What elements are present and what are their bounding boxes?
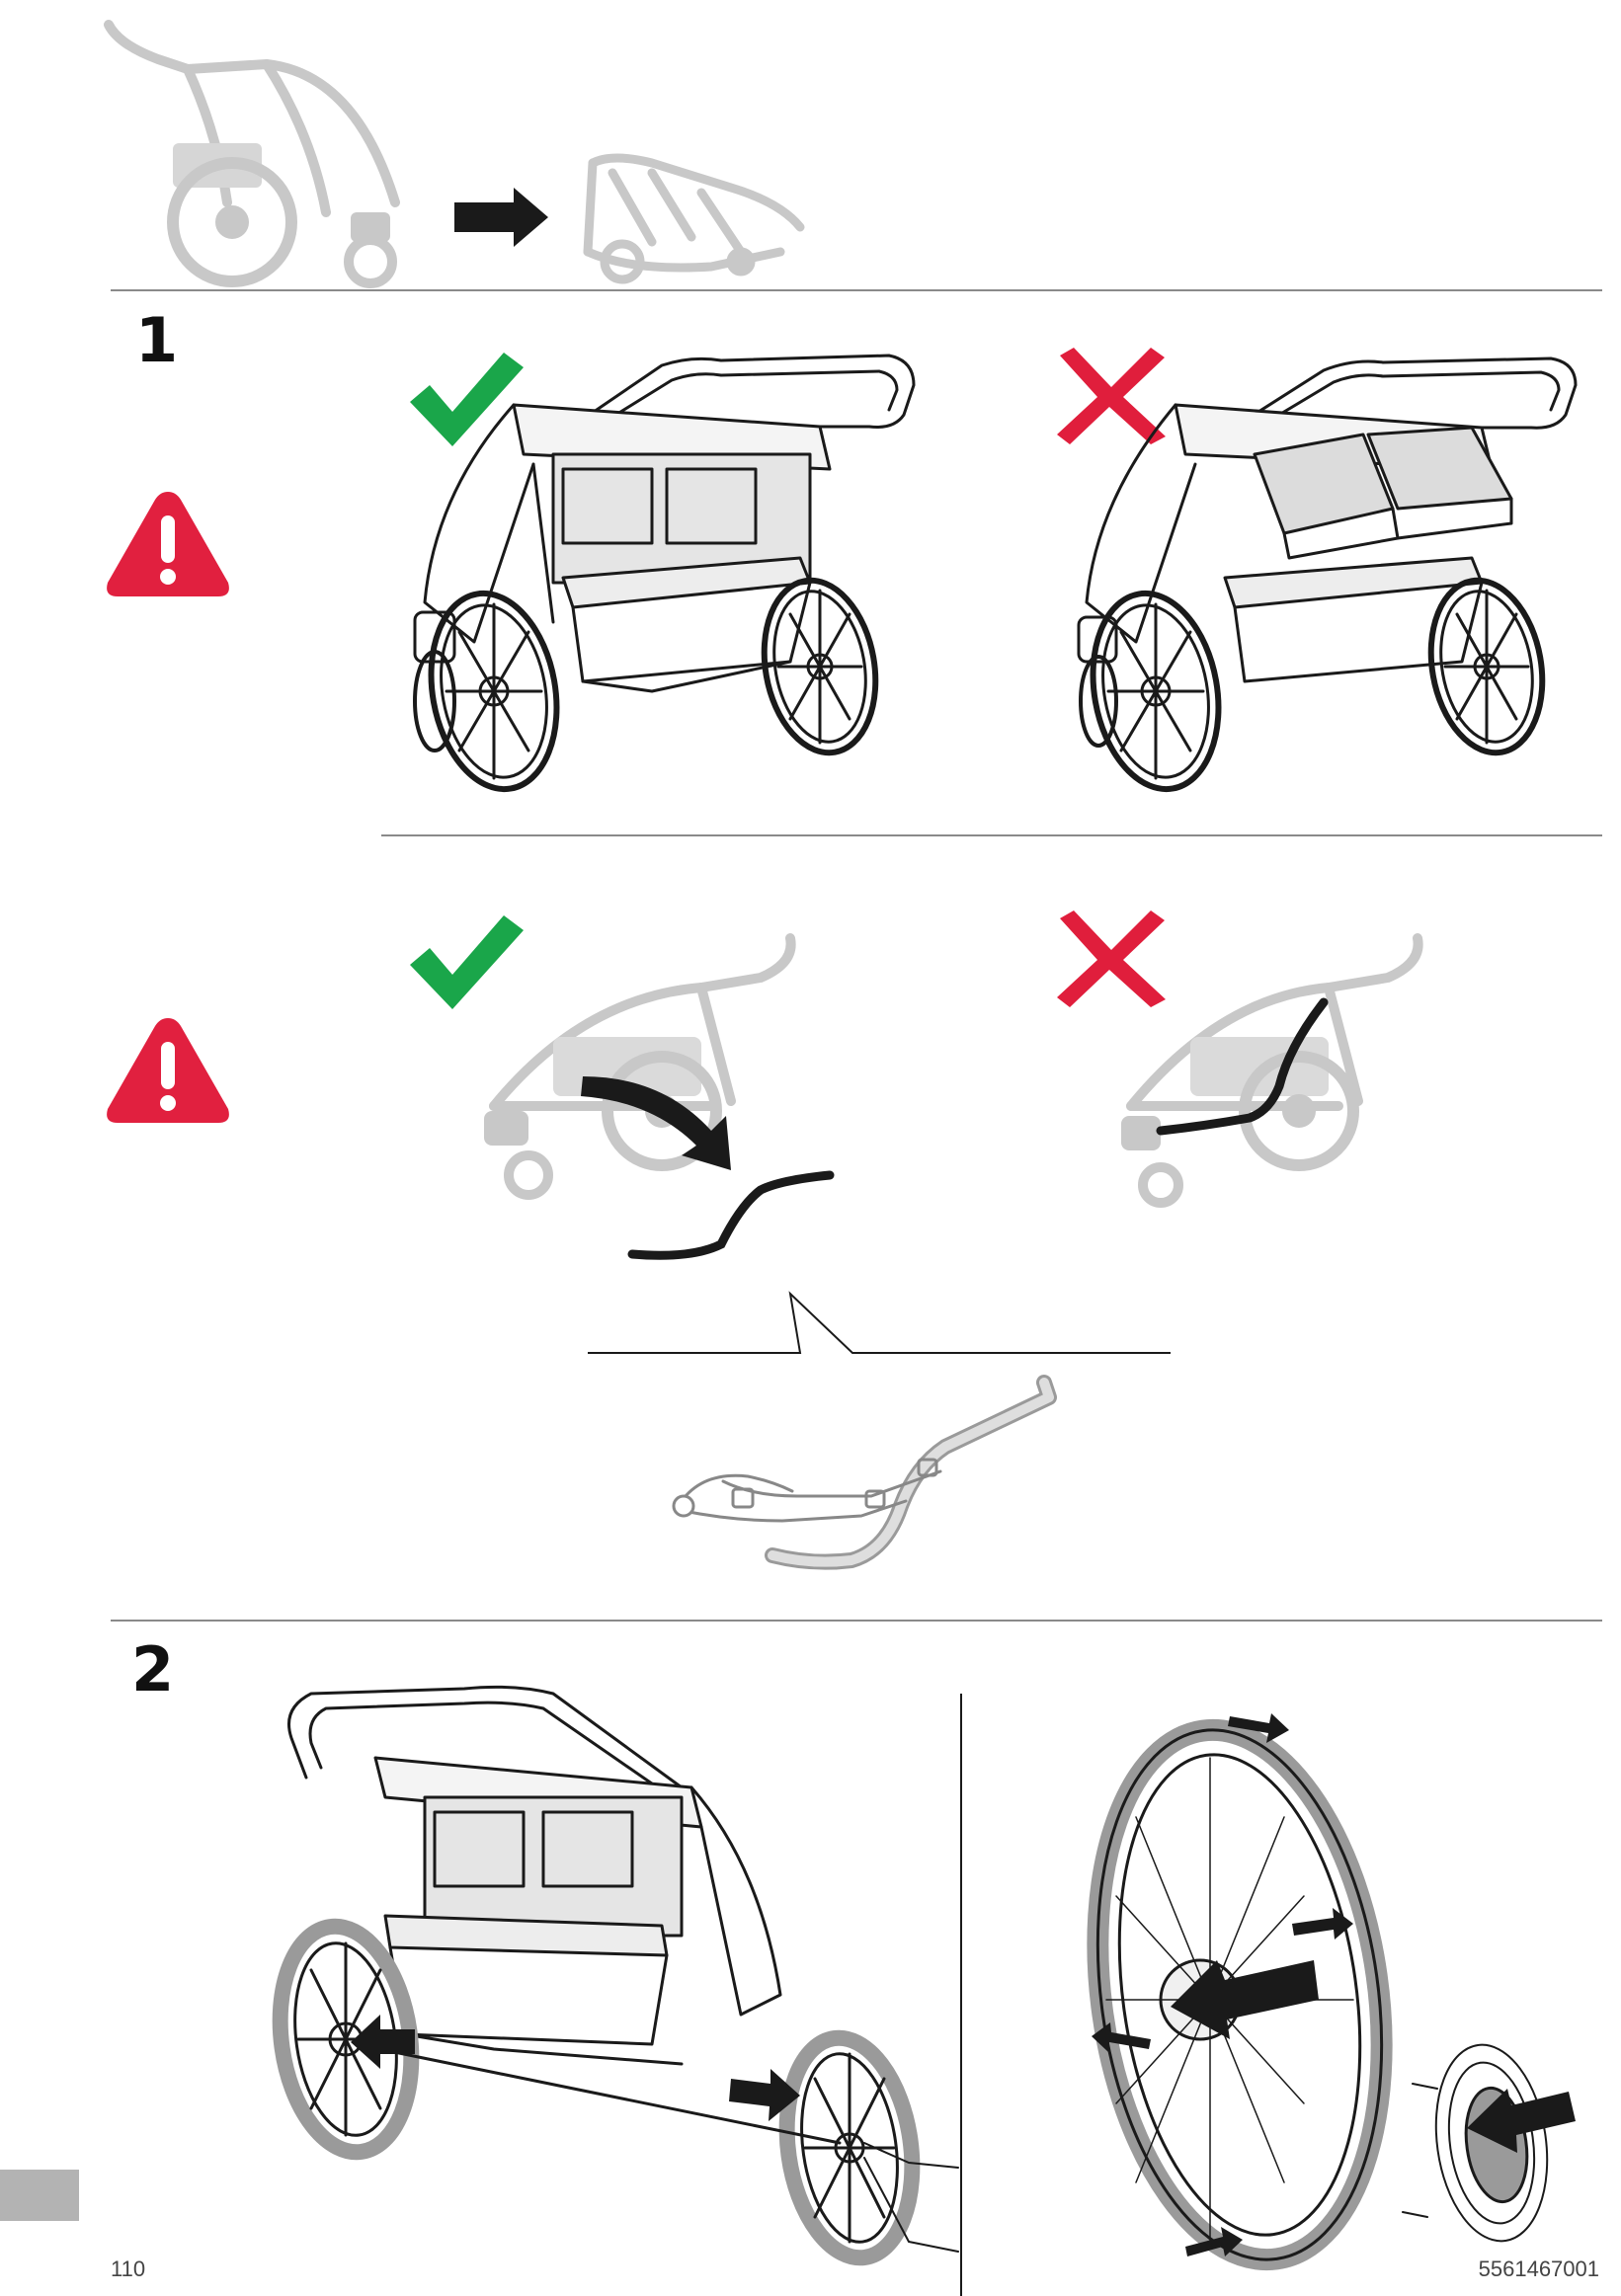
footer-tab xyxy=(0,2170,79,2221)
check-mark-icon xyxy=(410,915,524,1009)
arrow-icon xyxy=(1228,1713,1289,1743)
warning-triangle-icon xyxy=(107,492,229,596)
bumper-correct-illustration xyxy=(484,933,835,1260)
arrow-icon xyxy=(351,2015,415,2069)
step-number: 1 xyxy=(135,304,179,376)
section-divider-bottom xyxy=(111,1620,1602,1622)
check-mark-icon xyxy=(410,353,524,446)
folded-trailer-ghost xyxy=(583,153,805,284)
arrow-icon xyxy=(454,188,548,247)
arrow-icon xyxy=(581,1076,731,1170)
arrow-icon xyxy=(1092,2022,1151,2052)
cross-mark-icon xyxy=(1057,910,1166,1007)
bumper-incorrect-illustration xyxy=(1121,933,1423,1208)
arrow-icon xyxy=(1185,2227,1243,2256)
fold-sequence-illustration xyxy=(104,20,805,288)
wheel-removal-detail-illustration xyxy=(1087,1713,1576,2271)
section-divider-middle xyxy=(381,834,1602,836)
arrow-icon xyxy=(729,2069,800,2121)
arrow-icon xyxy=(1171,1960,1319,2039)
section-divider-top xyxy=(111,289,1602,291)
detail-callout-lines xyxy=(588,1291,1171,1354)
panel-separator xyxy=(960,1694,962,2296)
page-number: 110 xyxy=(111,2256,146,2281)
step-number: 2 xyxy=(131,1633,175,1705)
unfolded-trailer-ghost xyxy=(104,20,400,288)
trailer-wheel-removal-illustration xyxy=(272,1685,959,2266)
bumper-bar-detail-illustration xyxy=(672,1375,1057,1570)
trailer-canopy-incorrect-illustration xyxy=(1077,356,1578,793)
trailer-canopy-correct-illustration xyxy=(413,354,916,793)
warning-triangle-icon xyxy=(107,1018,229,1123)
document-code: 5561467001 xyxy=(1478,2256,1599,2281)
cross-mark-icon xyxy=(1057,348,1166,444)
arrow-icon xyxy=(1467,2089,1576,2153)
arrow-icon xyxy=(1292,1908,1353,1940)
